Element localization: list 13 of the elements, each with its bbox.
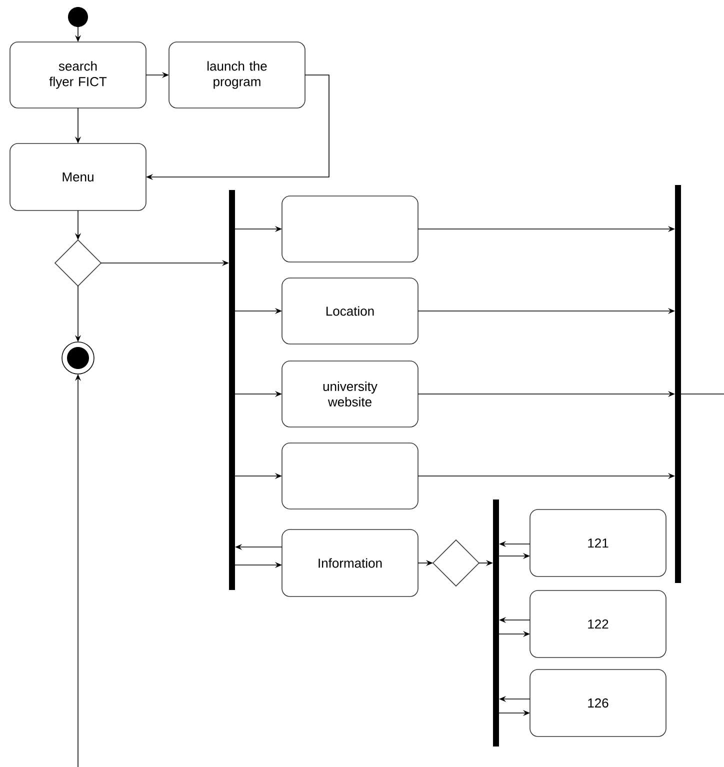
activity-box: launch the program (168, 42, 306, 108)
activity-box: 126 (530, 669, 666, 737)
activity-box: search flyer FICT (10, 42, 146, 108)
end-node (62, 342, 94, 374)
activity-box: Menu (10, 143, 146, 211)
activity-box (282, 442, 418, 510)
activity-box: university website (282, 360, 418, 428)
start-node (68, 7, 88, 27)
activity-box (282, 196, 418, 262)
activity-box: Information (282, 529, 418, 597)
activity-box: 121 (530, 509, 666, 577)
activity-box: 122 (530, 590, 666, 658)
activity-box: Location (282, 278, 418, 344)
